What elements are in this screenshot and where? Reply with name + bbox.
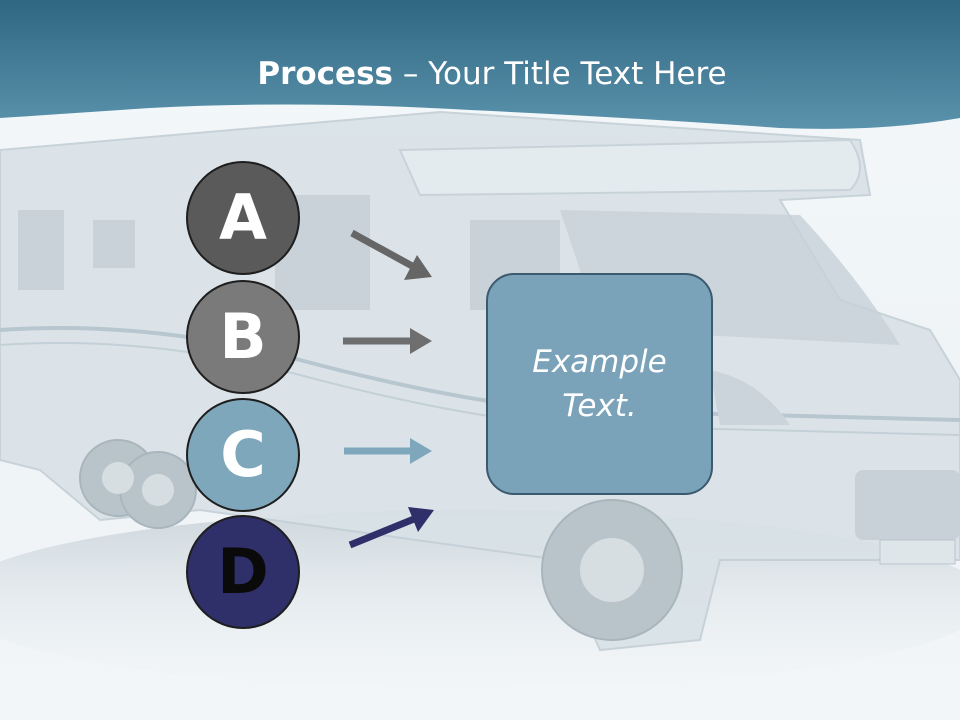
step-b-circle: B <box>186 280 300 394</box>
title-bold: Process <box>257 56 393 92</box>
step-d-letter: D <box>217 535 269 608</box>
title-rest: – Your Title Text Here <box>393 56 727 92</box>
step-c-letter: C <box>220 418 266 491</box>
slide-title: Process – Your Title Text Here <box>0 52 960 96</box>
example-text: Example Text. <box>532 344 667 424</box>
example-text-box: Example Text. <box>486 273 713 495</box>
step-b-letter: B <box>219 300 267 373</box>
step-c-circle: C <box>186 398 300 512</box>
step-d-circle: D <box>186 515 300 629</box>
step-a-letter: A <box>219 181 267 254</box>
step-a-circle: A <box>186 161 300 275</box>
